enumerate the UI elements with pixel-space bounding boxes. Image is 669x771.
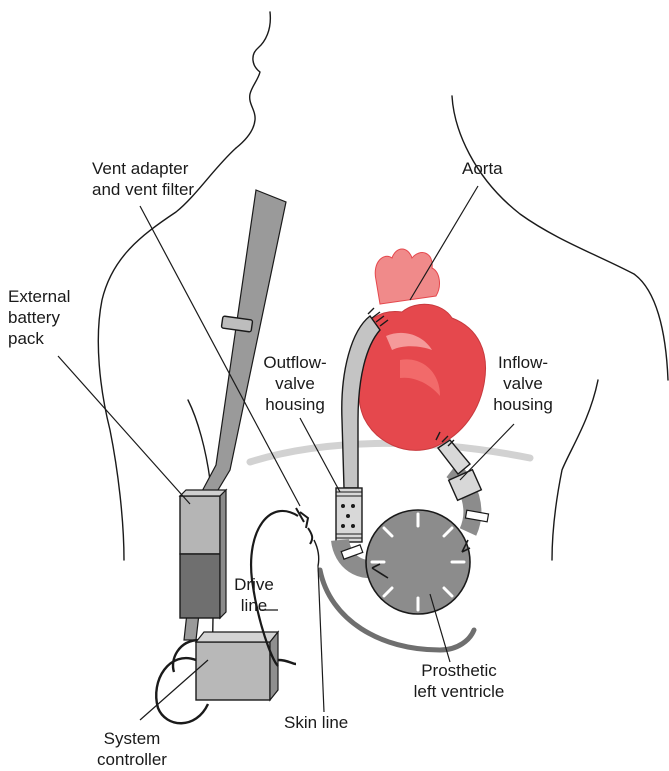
label-battery-pack: External battery pack (8, 286, 70, 349)
battery-top-face (180, 490, 226, 496)
controller-right-cable (278, 660, 296, 664)
label-outflow-valve-housing: Outflow- valve housing (252, 352, 338, 415)
label-inflow-valve-housing: Inflow- valve housing (478, 352, 568, 415)
label-skin-line: Skin line (284, 712, 348, 733)
diaphragm (250, 443, 530, 462)
label-vent-adapter: Vent adapter and vent filter (92, 158, 194, 200)
battery-side-face (220, 490, 226, 618)
leader-outflow (300, 418, 340, 492)
outflow-hole (346, 514, 350, 518)
outflow-hole (341, 524, 345, 528)
label-aorta: Aorta (462, 158, 503, 179)
label-drive-line: Drive line (228, 574, 280, 616)
vent-filter (296, 508, 312, 544)
body-right-shoulder (452, 96, 668, 380)
battery-pack (180, 490, 226, 618)
battery-lower (180, 554, 220, 618)
outflow-hole (351, 504, 355, 508)
label-system-controller: System controller (84, 728, 180, 770)
leader-aorta (410, 186, 478, 300)
body-head-left (236, 12, 270, 148)
outflow-hole (351, 524, 355, 528)
leader-battery (58, 356, 190, 504)
controller-body (196, 642, 270, 700)
outflow-hole (341, 504, 345, 508)
skin-line-mark (314, 540, 319, 566)
battery-upper (180, 496, 220, 554)
system-controller-group (156, 632, 296, 723)
label-prosthetic-left-ventricle: Prosthetic left ventricle (400, 660, 518, 702)
heart-great-vessels (375, 249, 439, 304)
body-left-armpit (188, 400, 210, 480)
